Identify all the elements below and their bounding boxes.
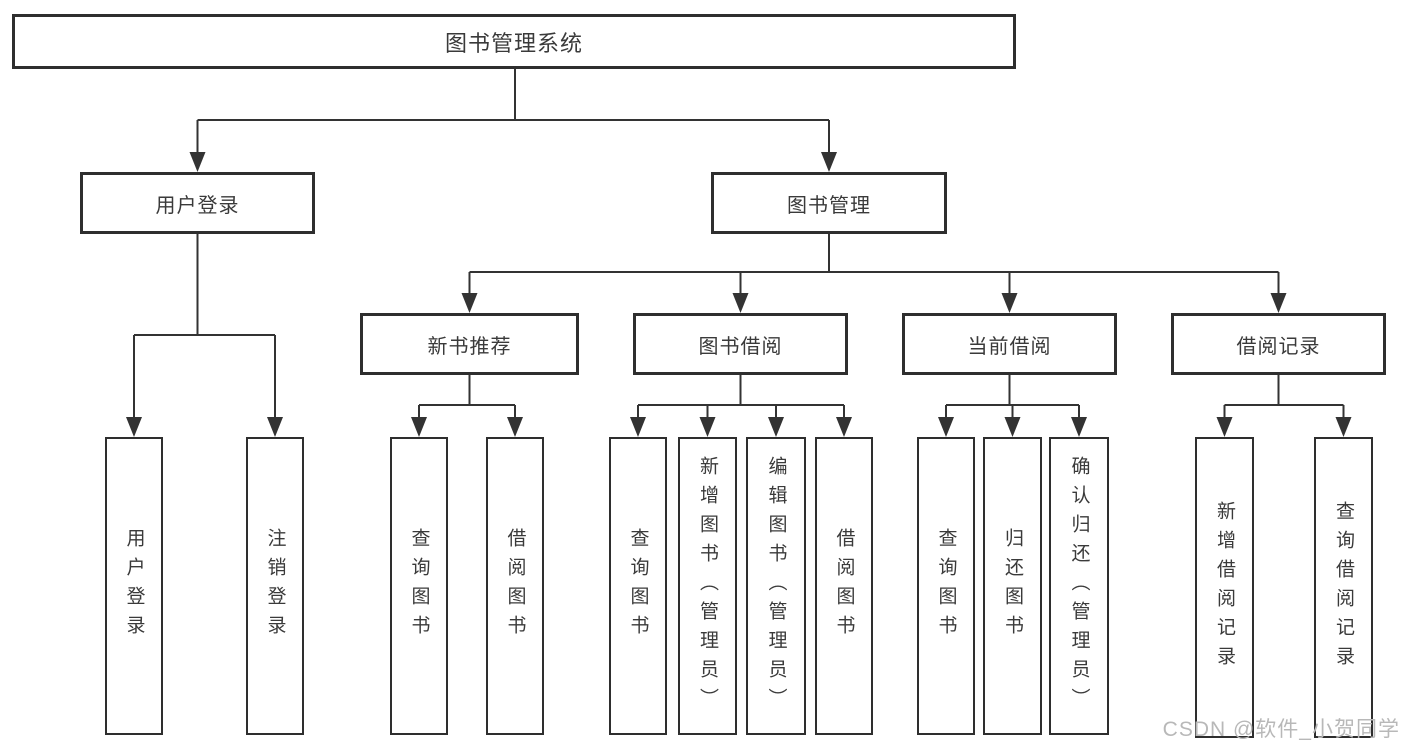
node-book-manage: 图书管理 [711,172,947,234]
arrowhead [267,417,283,437]
leaf-newbook-query: 查询图书 [390,437,448,735]
leaf-borrow-borrow: 借阅图书 [815,437,873,735]
leaf-current-confirm: 确认归还（管理员） [1049,437,1109,735]
leaf-borrow-query: 查询图书 [609,437,667,735]
arrowhead [507,417,523,437]
arrowhead [699,417,716,437]
arrowhead [1071,417,1087,437]
leaf-logout: 注销登录 [246,437,304,735]
arrowhead [1001,293,1018,313]
arrowhead [1335,417,1352,437]
arrowhead [126,417,142,437]
leaf-record-query: 查询借阅记录 [1314,437,1373,738]
node-root: 图书管理系统 [12,14,1016,69]
arrowhead [836,417,852,437]
arrowhead [1270,293,1287,313]
arrowhead [938,417,954,437]
leaf-borrow-add: 新增图书（管理员） [678,437,737,735]
node-current-borrow: 当前借阅 [902,313,1117,375]
arrowhead [732,293,749,313]
connector-lines [133,69,1345,420]
arrowhead [768,417,784,437]
arrowhead [1004,417,1021,437]
leaf-record-add: 新增借阅记录 [1195,437,1254,738]
arrowheads [126,152,1352,437]
leaf-user-login: 用户登录 [105,437,163,735]
node-book-borrow: 图书借阅 [633,313,848,375]
arrowhead [411,417,427,437]
arrowhead [189,152,206,172]
arrowhead [630,417,646,437]
leaf-current-return: 归还图书 [983,437,1042,735]
arrowhead [461,293,478,313]
arrowhead [1216,417,1233,437]
watermark: CSDN @软件_小贺同学 [1162,718,1400,741]
leaf-current-query: 查询图书 [917,437,975,735]
leaf-borrow-edit: 编辑图书（管理员） [746,437,806,735]
node-user-login: 用户登录 [80,172,315,234]
node-new-book-rec: 新书推荐 [360,313,579,375]
leaf-newbook-borrow: 借阅图书 [486,437,544,735]
node-borrow-record: 借阅记录 [1171,313,1386,375]
arrowhead [821,152,837,172]
